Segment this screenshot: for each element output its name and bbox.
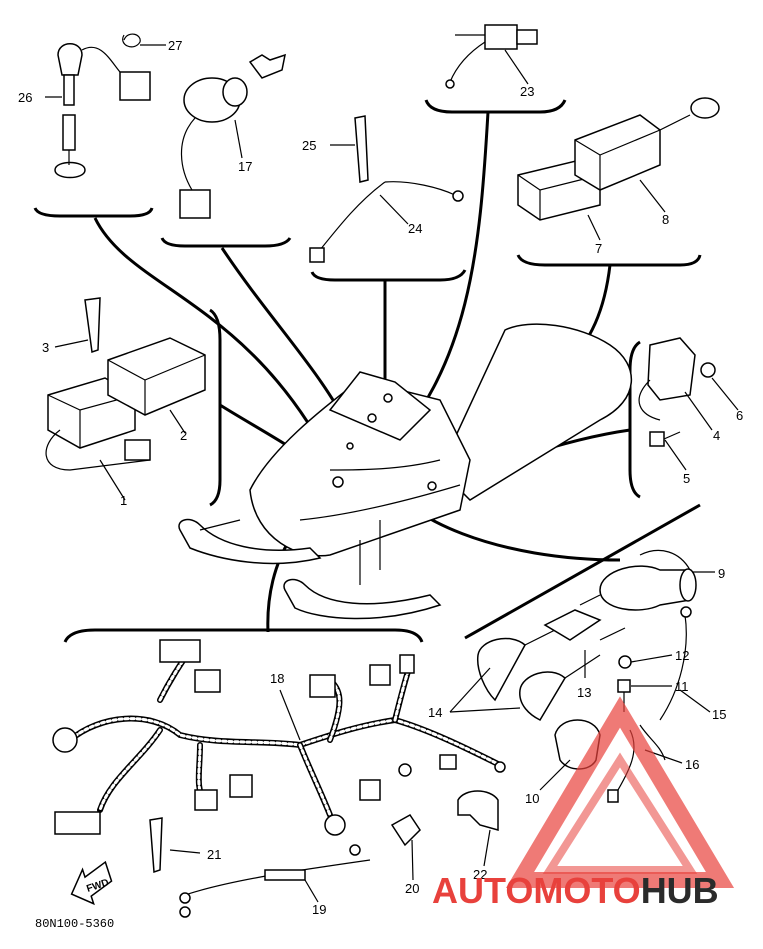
part-11-screw [617,679,631,712]
label-part-12: 12 [675,648,689,663]
part-19-lead-wire [179,844,371,918]
label-leaders [45,44,739,903]
label-part-15: 15 [712,707,726,722]
label-part-16: 16 [685,757,699,772]
label-part-21: 21 [207,847,221,862]
label-part-25: 25 [302,138,316,153]
label-part-6: 6 [736,408,743,423]
part-3-band [84,297,101,353]
part-13-bracket [543,609,626,641]
part-4-unit [638,337,696,421]
part-15-lead [659,606,692,721]
label-part-3: 3 [42,340,49,355]
label-part-4: 4 [713,428,720,443]
label-part-5: 5 [683,471,690,486]
label-part-23: 23 [520,84,534,99]
part-23-switch [445,24,538,89]
label-part-27: 27 [168,38,182,53]
label-part-8: 8 [662,212,669,227]
label-part-22: 22 [473,867,487,882]
watermark-brand: AUTOMOTOHUB [432,870,719,911]
part-20-clamp [390,814,421,847]
label-part-1: 1 [120,493,127,508]
part-17-main-switch [179,53,286,219]
part-24-lead-wire [309,181,464,263]
part-26-choke [54,43,151,179]
part-21-band [149,817,163,874]
forward-direction-arrow: FWD [70,860,113,906]
part-18-wire-harness [52,639,506,836]
part-22-cover [457,790,499,831]
part-14-plug-caps [476,629,601,721]
watermark-auto: AUTO [432,870,533,911]
label-part-26: 26 [18,90,32,105]
snowmobile-body [178,323,633,620]
label-part-17: 17 [238,159,252,174]
label-part-9: 9 [718,566,725,581]
part-5-bolt [649,431,681,447]
label-part-24: 24 [408,221,422,236]
label-part-19: 19 [312,902,326,917]
part-27-clip [122,33,141,48]
group-brackets [33,99,702,643]
part-25-band [354,115,369,183]
label-part-18: 18 [270,671,284,686]
part-12-nut [618,655,632,669]
part-labels: 1 2 3 4 5 6 7 8 9 10 11 12 13 14 15 16 1… [18,38,743,917]
catalog-code: 80N100-5360 [35,917,114,931]
label-part-2: 2 [180,428,187,443]
label-part-10: 10 [525,791,539,806]
part-2-cover [107,337,206,416]
part-9-coil [579,549,697,611]
label-part-7: 7 [595,241,602,256]
watermark-hub: HUB [641,870,719,911]
part-8-cover [574,97,720,191]
label-part-20: 20 [405,881,419,896]
watermark-moto: MOTO [533,870,640,911]
automotohub-watermark: AUTOMOTOHUB [432,696,735,911]
label-part-14: 14 [428,705,442,720]
label-part-13: 13 [577,685,591,700]
part-6-nut [700,362,716,378]
label-part-11: 11 [675,679,689,694]
